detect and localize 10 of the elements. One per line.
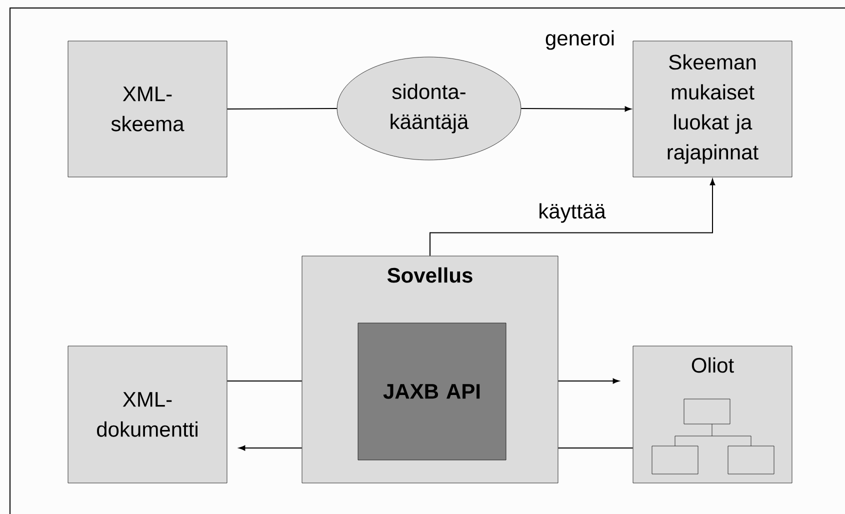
api-box: JAXB API (358, 322, 506, 460)
arrow (558, 378, 620, 384)
process-box: XML-dokumentti (68, 346, 228, 484)
arrow (238, 445, 302, 451)
edge-label: käyttää (536, 201, 608, 225)
arrow (430, 178, 716, 256)
process-box: XML-skeema (68, 40, 228, 178)
arrow (520, 106, 632, 112)
edge-label: generoi (542, 28, 618, 52)
process-box: Skeeman mukaiset luokat ja rajapinnat (632, 40, 792, 178)
